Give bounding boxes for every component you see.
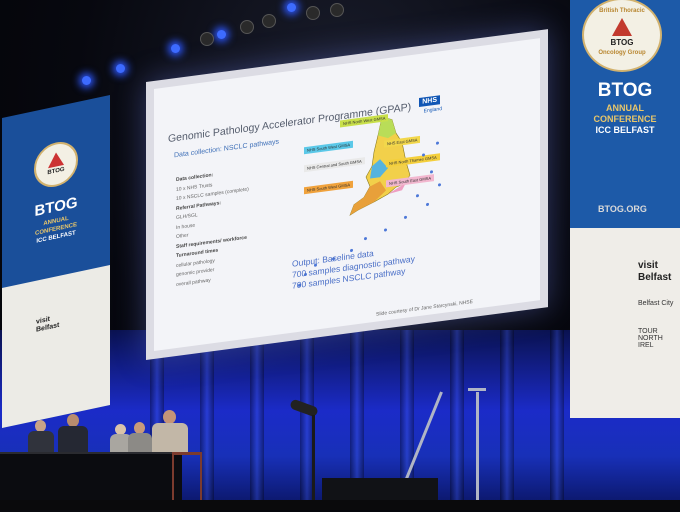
panelist — [128, 422, 152, 452]
lighting-rig — [330, 3, 344, 17]
panelist — [28, 420, 54, 453]
banner-sponsor-panel: visit Belfast Belfast City TOUR NORTH IR… — [570, 228, 680, 418]
stage-light — [217, 30, 226, 39]
presentation-slide: Genomic Pathology Accelerator Programme … — [154, 38, 540, 351]
btog-logo: BTOG — [34, 137, 78, 192]
chair — [172, 452, 202, 507]
banner-line-conference: CONFERENCE — [593, 114, 657, 124]
logo-arc-text: British Thoracic — [599, 8, 645, 14]
right-conference-banner: British Thoracic BTOG Oncology Group BTO… — [570, 0, 680, 418]
panelist — [110, 424, 132, 452]
england-map — [349, 116, 411, 216]
stage-light — [116, 64, 125, 73]
left-conference-banner: BTOG BTOG ANNUAL CONFERENCE ICC BELFAST … — [2, 95, 110, 429]
stage-floor — [0, 500, 680, 510]
slide-credit: Slide courtesy of Dr Jane Starcynski, NH… — [376, 298, 473, 318]
banner-line-annual: ANNUAL — [606, 103, 644, 113]
panelist — [152, 410, 188, 453]
banner-sponsor-panel: visit Belfast — [2, 265, 110, 428]
stage-light — [287, 3, 296, 12]
lungs-icon — [48, 150, 64, 169]
belfast-label: Belfast — [638, 272, 672, 283]
belfast-city-label: Belfast City — [638, 300, 674, 307]
lungs-icon — [612, 18, 632, 36]
nhs-logo: NHS — [419, 95, 440, 108]
lighting-rig — [262, 14, 276, 28]
lighting-rig — [200, 32, 214, 46]
banner-title: BTOG — [597, 80, 653, 101]
tourism-label: TOUR NORTH IREL — [638, 328, 663, 349]
banner-url: BTOG.ORG — [598, 204, 647, 214]
projection-screen: Genomic Pathology Accelerator Programme … — [146, 29, 548, 361]
visit-label: visit — [638, 260, 659, 271]
banner-line-venue: ICC BELFAST — [595, 125, 655, 135]
btog-logo: British Thoracic BTOG Oncology Group — [582, 0, 662, 72]
logo-arc-bottom: Oncology Group — [598, 50, 646, 56]
lighting-rig — [240, 20, 254, 34]
logo-label: BTOG — [610, 38, 634, 47]
lighting-rig — [306, 6, 320, 20]
nhs-logo-subtitle: England — [423, 106, 442, 115]
stage-light — [82, 76, 91, 85]
stage-light — [171, 44, 180, 53]
panelist — [58, 414, 88, 452]
